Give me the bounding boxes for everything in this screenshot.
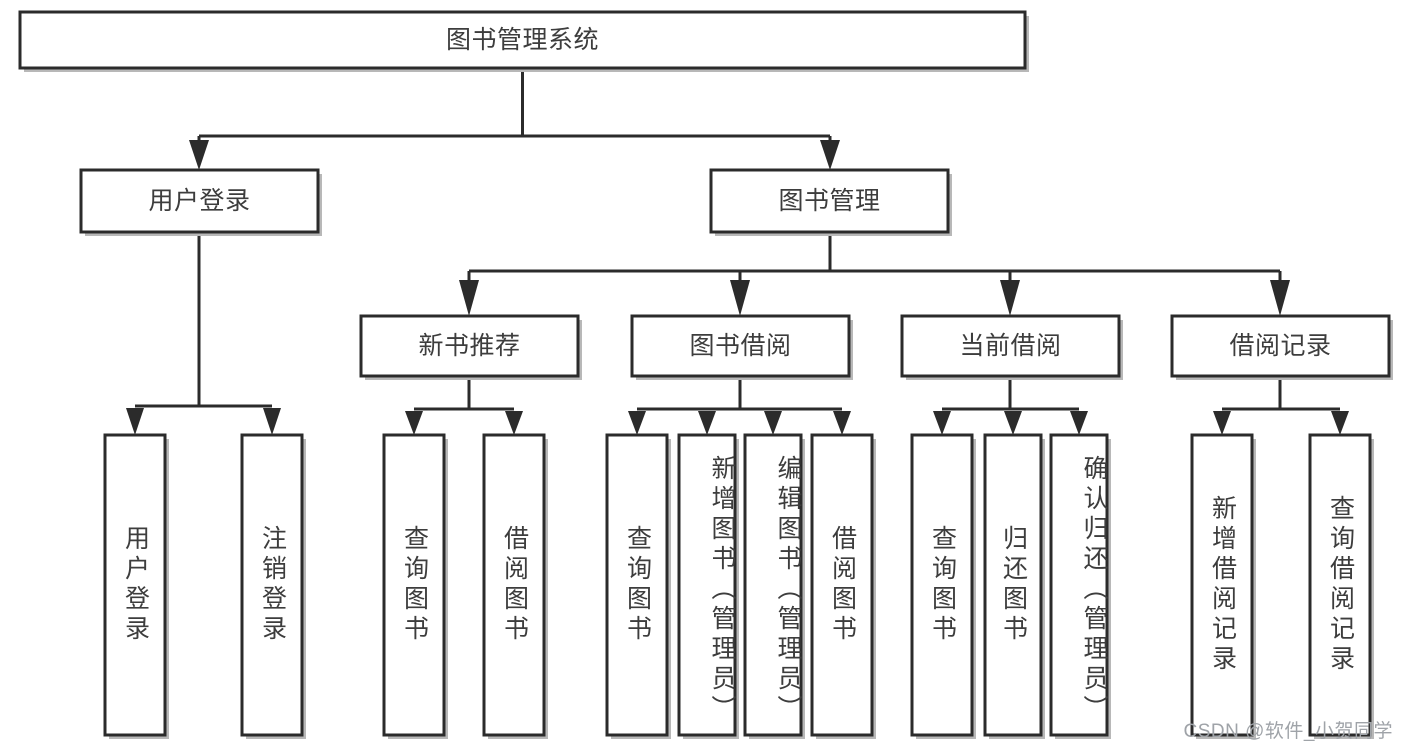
node-leaf-query-book-current-rect[interactable] <box>910 433 974 737</box>
node-book-management-rect[interactable] <box>709 168 950 234</box>
arrow-current-borrow-leaf-3 <box>1070 411 1088 435</box>
node-user-login-rect[interactable] <box>79 168 320 234</box>
arrow-book-borrow-leaf-3 <box>764 411 782 435</box>
arrow-book-mgmt-to-new-book <box>459 280 479 316</box>
node-leaf-return-book-rect[interactable] <box>983 433 1043 737</box>
arrow-new-book-leaf-2 <box>505 411 523 435</box>
node-leaf-confirm-return[interactable] <box>1049 433 1111 739</box>
connector-group-book-borrow <box>628 376 851 435</box>
arrow-root-to-book-mgmt <box>820 140 840 170</box>
arrow-book-mgmt-to-borrow-record <box>1270 280 1290 316</box>
arrow-book-borrow-leaf-2 <box>698 411 716 435</box>
node-book-management[interactable] <box>709 168 952 236</box>
arrow-user-login-leaf-2 <box>263 408 281 435</box>
node-current-borrow-rect[interactable] <box>900 314 1121 378</box>
connector-group-root <box>189 68 840 170</box>
node-leaf-borrow-book-rec-rect[interactable] <box>482 433 546 737</box>
connector-group-borrow-record <box>1213 376 1349 435</box>
node-leaf-confirm-return-rect[interactable] <box>1049 433 1109 737</box>
arrow-book-borrow-leaf-1 <box>628 411 646 435</box>
arrow-new-book-leaf-1 <box>405 411 423 435</box>
arrow-borrow-record-leaf-2 <box>1331 411 1349 435</box>
node-leaf-query-book-rec[interactable] <box>382 433 448 739</box>
node-user-login[interactable] <box>79 168 322 236</box>
node-root[interactable] <box>18 10 1029 72</box>
node-leaf-add-book-rect[interactable] <box>677 433 737 737</box>
node-leaf-query-record[interactable] <box>1308 433 1374 739</box>
connector-group-current-borrow <box>933 376 1088 435</box>
node-new-book-recommend[interactable] <box>359 314 582 380</box>
node-leaf-add-record-rect[interactable] <box>1190 433 1254 737</box>
node-borrow-record-rect[interactable] <box>1170 314 1391 378</box>
arrow-book-mgmt-to-book-borrow <box>730 280 750 316</box>
node-leaf-add-book[interactable] <box>677 433 739 739</box>
node-book-borrow[interactable] <box>630 314 853 380</box>
node-leaf-query-record-rect[interactable] <box>1308 433 1372 737</box>
node-leaf-logout[interactable] <box>240 433 306 739</box>
arrow-book-borrow-leaf-4 <box>833 411 851 435</box>
arrow-root-to-user-login <box>189 140 209 170</box>
arrow-book-mgmt-to-current-borrow <box>1000 280 1020 316</box>
node-leaf-add-record[interactable] <box>1190 433 1256 739</box>
node-leaf-query-book-current[interactable] <box>910 433 976 739</box>
node-root-rect[interactable] <box>18 10 1027 70</box>
arrow-borrow-record-leaf-1 <box>1213 411 1231 435</box>
connector-group-new-book <box>405 376 523 435</box>
node-leaf-return-book[interactable] <box>983 433 1045 739</box>
node-leaf-borrow-book-rec[interactable] <box>482 433 548 739</box>
connector-group-book-mgmt <box>459 232 1290 316</box>
node-leaf-edit-book-rect[interactable] <box>743 433 803 737</box>
connector-group-user-login <box>126 232 281 435</box>
csdn-watermark: CSDN @软件_小贺同学 <box>1183 721 1393 742</box>
node-leaf-user-login[interactable] <box>103 433 169 739</box>
node-new-book-recommend-rect[interactable] <box>359 314 580 378</box>
node-leaf-user-login-rect[interactable] <box>103 433 167 737</box>
node-leaf-query-book-borrow[interactable] <box>605 433 671 739</box>
arrow-current-borrow-leaf-1 <box>933 411 951 435</box>
node-leaf-borrow-book-rect[interactable] <box>810 433 874 737</box>
node-leaf-edit-book[interactable] <box>743 433 805 739</box>
arrow-current-borrow-leaf-2 <box>1004 411 1022 435</box>
node-leaf-query-book-rec-rect[interactable] <box>382 433 446 737</box>
node-borrow-record[interactable] <box>1170 314 1393 380</box>
node-leaf-borrow-book[interactable] <box>810 433 876 739</box>
node-leaf-logout-rect[interactable] <box>240 433 304 737</box>
node-current-borrow[interactable] <box>900 314 1123 380</box>
node-book-borrow-rect[interactable] <box>630 314 851 378</box>
arrow-user-login-leaf-1 <box>126 408 144 435</box>
node-leaf-query-book-borrow-rect[interactable] <box>605 433 669 737</box>
